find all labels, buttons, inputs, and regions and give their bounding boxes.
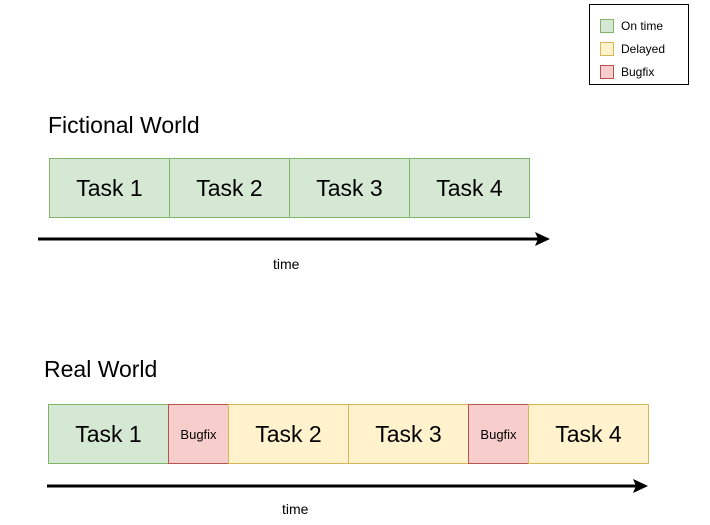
task-label: Task 3: [375, 420, 442, 447]
task-label: Bugfix: [480, 426, 517, 442]
task-label: Task 4: [436, 174, 503, 201]
real-arrow-head: [633, 479, 648, 493]
task-label: Task 1: [76, 174, 143, 201]
legend-swatch-delayed: [600, 42, 614, 56]
legend-item-on-time: On time: [600, 18, 663, 34]
real-world-title: Real World: [44, 356, 158, 382]
legend-item-delayed: Delayed: [600, 41, 665, 57]
task-label: Task 2: [196, 174, 263, 201]
task-label: Task 1: [75, 420, 142, 447]
real-task-row: Task 1 Bugfix Task 2 Task 3 Bugfix Task …: [48, 404, 649, 464]
task-label: Task 4: [555, 420, 622, 447]
legend-item-bugfix: Bugfix: [600, 64, 654, 80]
bugfix-block: Bugfix: [468, 404, 529, 464]
task-label: Bugfix: [180, 426, 217, 442]
task-block: Task 1: [48, 404, 169, 464]
task-label: Task 3: [316, 174, 383, 201]
task-block: Task 4: [409, 158, 530, 218]
task-block: Task 3: [289, 158, 410, 218]
legend-label: Bugfix: [621, 65, 655, 79]
fictional-world-title: Fictional World: [48, 112, 200, 138]
legend: On time Delayed Bugfix: [589, 4, 689, 85]
legend-label: Delayed: [621, 42, 666, 56]
task-block: Task 3: [348, 404, 469, 464]
task-block: Task 1: [49, 158, 170, 218]
legend-label: On time: [621, 19, 664, 33]
task-block: Task 4: [528, 404, 649, 464]
fictional-task-row: Task 1 Task 2 Task 3 Task 4: [49, 158, 530, 218]
fictional-axis-label: time: [273, 256, 300, 272]
task-block: Task 2: [169, 158, 290, 218]
task-label: Task 2: [255, 420, 322, 447]
bugfix-block: Bugfix: [168, 404, 229, 464]
fictional-arrow-head: [535, 232, 550, 246]
task-block: Task 2: [228, 404, 349, 464]
legend-swatch-bugfix: [600, 65, 614, 79]
legend-swatch-on-time: [600, 19, 614, 33]
real-axis-label: time: [282, 501, 309, 517]
